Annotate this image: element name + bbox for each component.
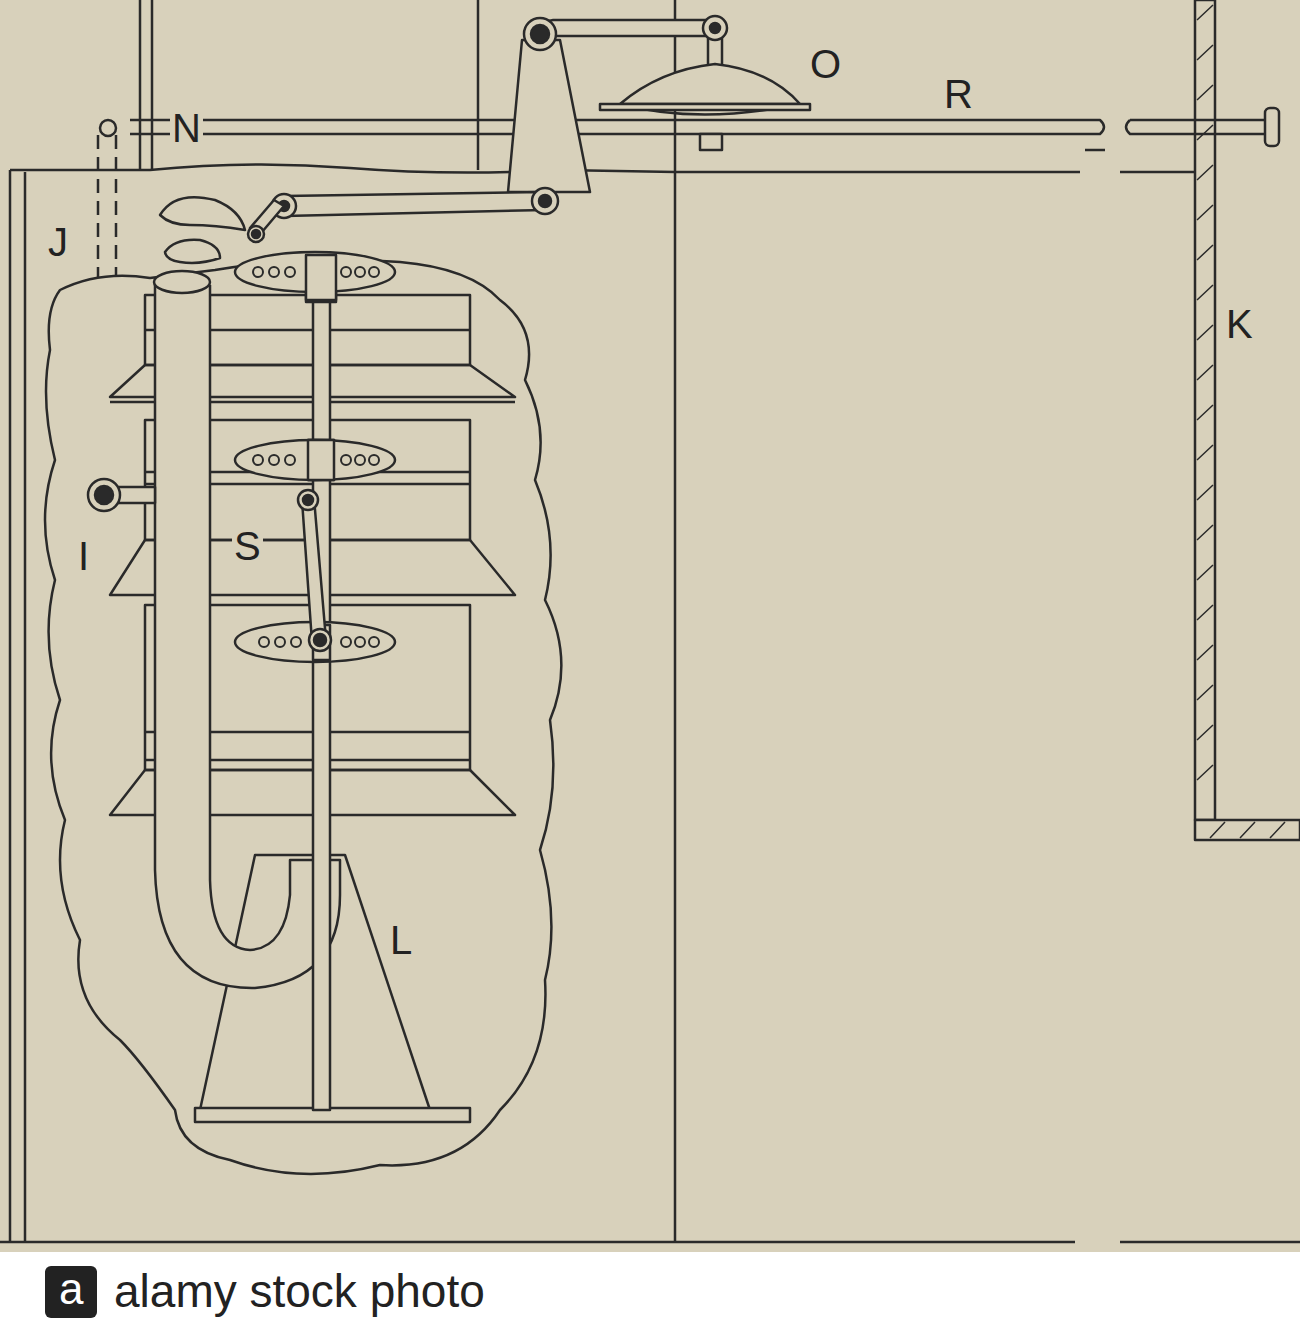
- watermark-bar: [45, 1266, 97, 1318]
- link-s: [298, 490, 331, 651]
- governor-o: [700, 134, 722, 150]
- striker-rod: [306, 262, 336, 1110]
- u-tube: [154, 271, 210, 293]
- frame-lines: [1085, 149, 1105, 152]
- bell-crank: [252, 230, 260, 238]
- governor-o: [545, 20, 715, 36]
- cutter: [160, 197, 245, 230]
- cutter: [165, 240, 220, 263]
- frame-lines: [1120, 171, 1195, 174]
- cutaway-outline: [45, 260, 561, 1174]
- bell-crank: [508, 40, 590, 192]
- part-letter: L: [388, 918, 414, 962]
- pivot-i: [88, 479, 120, 511]
- clapper-plates: [235, 252, 395, 662]
- clapper-plates: [341, 455, 351, 465]
- bell-crank: [524, 18, 556, 50]
- frame-lines: [139, 0, 142, 170]
- part-letter: S: [232, 524, 263, 568]
- link-s: [303, 495, 313, 505]
- part-letter: O: [808, 42, 843, 86]
- clapper-plates: [285, 455, 295, 465]
- rod-r: [1126, 120, 1265, 134]
- part-letter: K: [1224, 302, 1255, 346]
- part-letter: J: [46, 220, 70, 264]
- clapper-plates: [253, 455, 263, 465]
- clapper-plates: [291, 637, 301, 647]
- pivot-i: [95, 486, 113, 504]
- frame-lines: [9, 170, 12, 1242]
- wall-k: [1197, 5, 1285, 838]
- striker-rod: [308, 440, 334, 480]
- pivot-i: [88, 479, 155, 511]
- cone-l: [195, 1108, 470, 1122]
- bell-crank: [285, 192, 545, 216]
- wall-k: [1195, 0, 1300, 840]
- part-letter: N: [170, 106, 203, 150]
- frame-lines: [151, 0, 154, 170]
- clapper-plates: [269, 267, 279, 277]
- frame-lines: [0, 1241, 1075, 1244]
- clapper-plates: [235, 440, 395, 480]
- part-letter: I: [76, 534, 91, 578]
- rod-r: [1265, 108, 1279, 146]
- link-s: [314, 634, 326, 646]
- clapper-plates: [341, 637, 351, 647]
- governor-o: [600, 104, 810, 110]
- clapper-plates: [369, 637, 379, 647]
- bell-crank: [531, 25, 549, 43]
- cutaway-outline: [45, 260, 561, 1174]
- frame-lines: [477, 0, 480, 170]
- frame-lines: [0, 0, 1300, 1242]
- clapper-plates: [269, 455, 279, 465]
- clapper-plates: [369, 455, 379, 465]
- governor-o: [703, 16, 727, 40]
- part-letter: R: [942, 72, 975, 116]
- bell-crank: [539, 195, 551, 207]
- clapper-plates: [253, 267, 263, 277]
- watermark-logo: a: [57, 1265, 85, 1313]
- clapper-plates: [306, 255, 336, 300]
- bell-crank: [248, 18, 590, 242]
- watermark-bar: [0, 1252, 1300, 1339]
- link-s: [302, 498, 326, 642]
- clapper-plates: [355, 455, 365, 465]
- clapper-plates: [355, 637, 365, 647]
- governor-o: [545, 16, 810, 150]
- frame-lines: [24, 172, 27, 1242]
- clapper-plates: [308, 440, 334, 480]
- rod-r: [130, 120, 1104, 134]
- frame-lines: [1120, 1241, 1300, 1244]
- frame-lines: [674, 172, 677, 1242]
- clapper-plates: [259, 637, 269, 647]
- clapper-plates: [275, 637, 285, 647]
- wall-k: [1195, 0, 1215, 820]
- cutter: [160, 197, 245, 263]
- watermark-text: alamy stock photo: [112, 1266, 487, 1317]
- clapper-plates: [369, 267, 379, 277]
- clapper-plates: [355, 267, 365, 277]
- clapper-plates: [285, 267, 295, 277]
- clapper-plates: [253, 267, 379, 647]
- bell-crank: [532, 188, 558, 214]
- clapper-plates: [341, 267, 351, 277]
- link-s: [298, 490, 318, 510]
- bell-crank: [248, 226, 264, 242]
- striker-rod: [313, 262, 330, 1110]
- governor-o: [710, 23, 720, 33]
- link-s: [309, 629, 331, 651]
- governor-o: [721, 36, 724, 66]
- dashed-wire-j: [100, 120, 116, 136]
- watermark-bar: [0, 1252, 1300, 1339]
- governor-o: [620, 64, 800, 104]
- governor-o: [707, 36, 710, 66]
